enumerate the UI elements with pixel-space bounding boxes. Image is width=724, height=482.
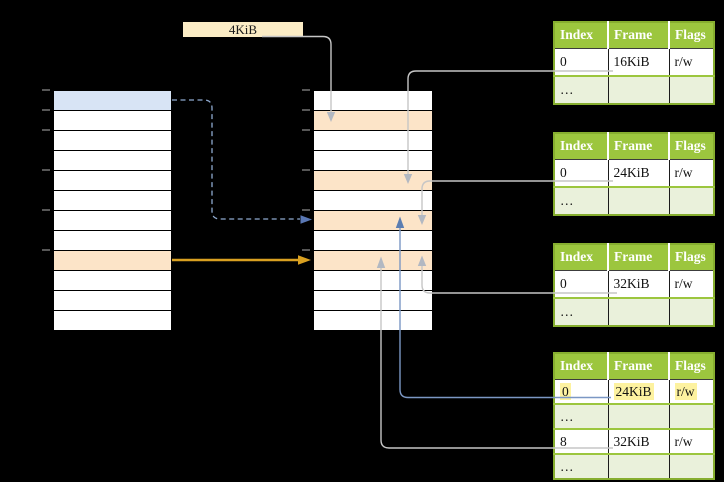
memory-row xyxy=(54,311,171,330)
column-header: Flags xyxy=(669,353,714,380)
memory-row xyxy=(314,131,432,151)
column-header: Index xyxy=(554,244,609,271)
page-table-cell xyxy=(669,75,714,104)
page-table-cell: … xyxy=(554,297,609,326)
column-header: Flags xyxy=(669,22,714,49)
memory-row xyxy=(54,271,171,291)
table-row: 0 24KiB r/w xyxy=(554,379,714,404)
memory-row xyxy=(314,271,432,291)
table-row-ellipsis: … xyxy=(554,297,714,326)
page-table-cell: r/w xyxy=(669,159,714,187)
arrowhead-dashed-blue-icon xyxy=(300,215,312,224)
page-table-cell: 32KiB xyxy=(608,270,670,298)
page-table-cell: r/w xyxy=(669,48,714,76)
page-table-cell: r/w xyxy=(669,379,714,404)
page-table-cell: 0 xyxy=(554,270,609,298)
page-table-cell: 32KiB xyxy=(608,428,670,454)
arrowhead-orange-icon xyxy=(298,255,311,265)
memory-row xyxy=(314,91,432,111)
table-row-ellipsis: … xyxy=(554,75,714,104)
memory-row xyxy=(314,291,432,311)
memory-row xyxy=(54,151,171,171)
memory-row xyxy=(314,191,432,211)
column-header: Index xyxy=(554,133,609,160)
memory-row xyxy=(54,171,171,191)
page-table-cell: … xyxy=(554,75,609,104)
page-table-cell: 24KiB xyxy=(608,159,670,187)
memory-row xyxy=(54,191,171,211)
memory-row xyxy=(54,91,171,111)
physical-memory-column xyxy=(313,90,433,331)
table-row-ellipsis: … xyxy=(554,453,714,479)
highlighted-value: 0 xyxy=(560,382,571,400)
page-table-cell xyxy=(669,453,714,479)
page-table-cell: … xyxy=(554,186,609,215)
page-table-cell: … xyxy=(554,453,609,479)
column-header: Index xyxy=(554,353,609,380)
page-table-cell: 0 xyxy=(554,48,609,76)
column-header: Frame xyxy=(608,353,670,380)
column-header: Frame xyxy=(608,133,670,160)
memory-row xyxy=(314,171,432,191)
table-row-ellipsis: … xyxy=(554,403,714,429)
page-table-cell: … xyxy=(554,403,609,429)
page-size-label: 4KiB xyxy=(183,22,303,37)
memory-row xyxy=(314,311,432,330)
page-size-label-text: 4KiB xyxy=(228,21,258,37)
page-table-cell: 24KiB xyxy=(608,379,670,404)
column-header: Index xyxy=(554,22,609,49)
arrow-virtual-to-physical-dashed xyxy=(172,99,300,220)
page-table-cell: r/w xyxy=(669,270,714,298)
page-table-cell xyxy=(608,297,670,326)
table-row-ellipsis: … xyxy=(554,186,714,215)
memory-row xyxy=(54,231,171,251)
page-table-cell xyxy=(608,403,670,429)
page-table-cell: 0 xyxy=(554,159,609,187)
memory-row xyxy=(54,251,171,271)
page-table-cell xyxy=(669,186,714,215)
memory-row xyxy=(314,111,432,131)
memory-row xyxy=(54,131,171,151)
memory-row xyxy=(314,251,432,271)
page-table-cell xyxy=(669,297,714,326)
memory-row xyxy=(54,211,171,231)
page-table-cell xyxy=(608,75,670,104)
column-header: Flags xyxy=(669,133,714,160)
page-table-cell: 16KiB xyxy=(608,48,670,76)
column-header: Frame xyxy=(608,244,670,271)
column-header: Flags xyxy=(669,244,714,271)
highlighted-value: r/w xyxy=(674,382,697,400)
memory-row xyxy=(314,231,432,251)
page-table-cell xyxy=(608,186,670,215)
memory-row xyxy=(314,151,432,171)
page-table-cell: 0 xyxy=(554,379,609,404)
virtual-memory-column xyxy=(53,90,172,331)
page-table-cell xyxy=(608,453,670,479)
page-table-cell: r/w xyxy=(669,428,714,454)
column-header: Frame xyxy=(608,22,670,49)
memory-row xyxy=(314,211,432,231)
memory-row xyxy=(54,291,171,311)
page-table-cell: 8 xyxy=(554,428,609,454)
highlighted-value: 24KiB xyxy=(613,382,654,400)
memory-row xyxy=(54,111,171,131)
page-table-cell xyxy=(669,403,714,429)
